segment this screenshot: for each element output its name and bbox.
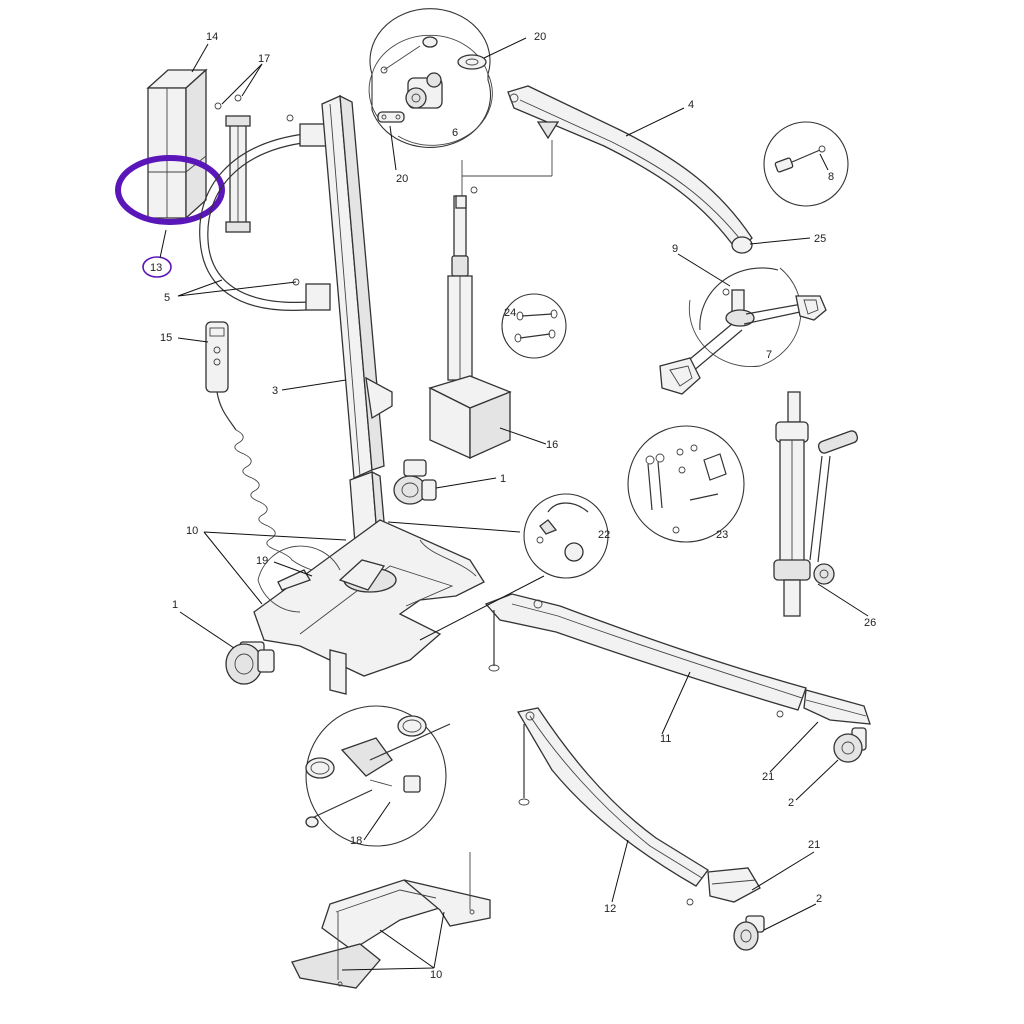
base-frame-part-10[interactable] (253, 519, 485, 695)
detail-view-part-19[interactable] (257, 545, 341, 613)
leg-part-11[interactable] (484, 593, 807, 711)
detail-view-part-23[interactable] (627, 425, 745, 543)
boom-part-4[interactable] (507, 85, 753, 254)
push-handle-part-5[interactable] (199, 114, 331, 311)
detail-view-spreader-bar[interactable] (659, 267, 827, 395)
callout-3: 3 (272, 385, 278, 397)
callout-23: 23 (716, 529, 728, 541)
callout-25: 25 (814, 233, 826, 245)
leg-part-12[interactable] (516, 707, 709, 887)
callout-9: 9 (672, 243, 678, 255)
callout-1-lower: 1 (172, 599, 178, 611)
callout-10-lower: 10 (430, 969, 442, 981)
callout-24: 24 (504, 307, 516, 319)
highlight-circle-part-13 (115, 155, 225, 225)
callout-19: 19 (256, 555, 268, 567)
hand-control-part-15[interactable] (205, 321, 313, 571)
bracket-part-17[interactable] (214, 94, 251, 233)
callout-14: 14 (206, 31, 218, 43)
callout-2-upper: 2 (788, 797, 794, 809)
callout-20-top: 20 (534, 31, 546, 43)
mast-part-3[interactable] (321, 94, 393, 557)
callout-21-lower: 21 (808, 839, 820, 851)
leader-lines (159, 37, 869, 971)
caster-part-2-lower[interactable] (733, 915, 765, 951)
callout-20-bottom: 20 (396, 173, 408, 185)
caster-part-1-lower[interactable] (225, 641, 275, 685)
callout-6: 6 (452, 127, 458, 139)
highlight-ring-label-13 (142, 256, 172, 278)
callout-2-lower: 2 (816, 893, 822, 905)
detail-view-part-8[interactable] (763, 121, 849, 207)
callout-18: 18 (350, 835, 362, 847)
caster-part-2-upper[interactable] (833, 727, 867, 763)
pump-cylinder-part-26[interactable] (773, 391, 859, 617)
callout-17: 17 (258, 53, 270, 65)
callout-11: 11 (660, 733, 671, 745)
callout-16: 16 (546, 439, 558, 451)
callout-labels: 14 17 20 20 6 4 8 25 9 7 13 5 24 15 3 16… (150, 31, 876, 981)
callout-12: 12 (604, 903, 616, 915)
callout-26: 26 (864, 617, 876, 629)
actuator-part-16[interactable] (428, 140, 553, 460)
detail-view-part-22[interactable] (523, 493, 609, 579)
callout-1-upper: 1 (500, 473, 506, 485)
detail-view-part-18[interactable] (305, 705, 451, 847)
leg-tip-part-21-lower[interactable] (686, 867, 761, 906)
callout-5: 5 (164, 292, 170, 304)
callout-13: 13 (150, 262, 162, 274)
callout-7: 7 (766, 349, 772, 361)
callout-22: 22 (598, 529, 610, 541)
detail-view-part-24[interactable] (501, 293, 567, 359)
callout-10-upper: 10 (186, 525, 198, 537)
caster-part-1-upper[interactable] (393, 459, 437, 505)
detail-view-boom-pivot[interactable] (368, 8, 493, 148)
base-plates-part-10[interactable] (291, 852, 491, 989)
callout-4: 4 (688, 99, 694, 111)
callout-21-upper: 21 (762, 771, 774, 783)
battery-box-part[interactable] (146, 68, 208, 220)
callout-15: 15 (160, 332, 172, 344)
callout-8: 8 (828, 171, 834, 183)
leg-tip-part-21-upper[interactable] (776, 689, 871, 725)
